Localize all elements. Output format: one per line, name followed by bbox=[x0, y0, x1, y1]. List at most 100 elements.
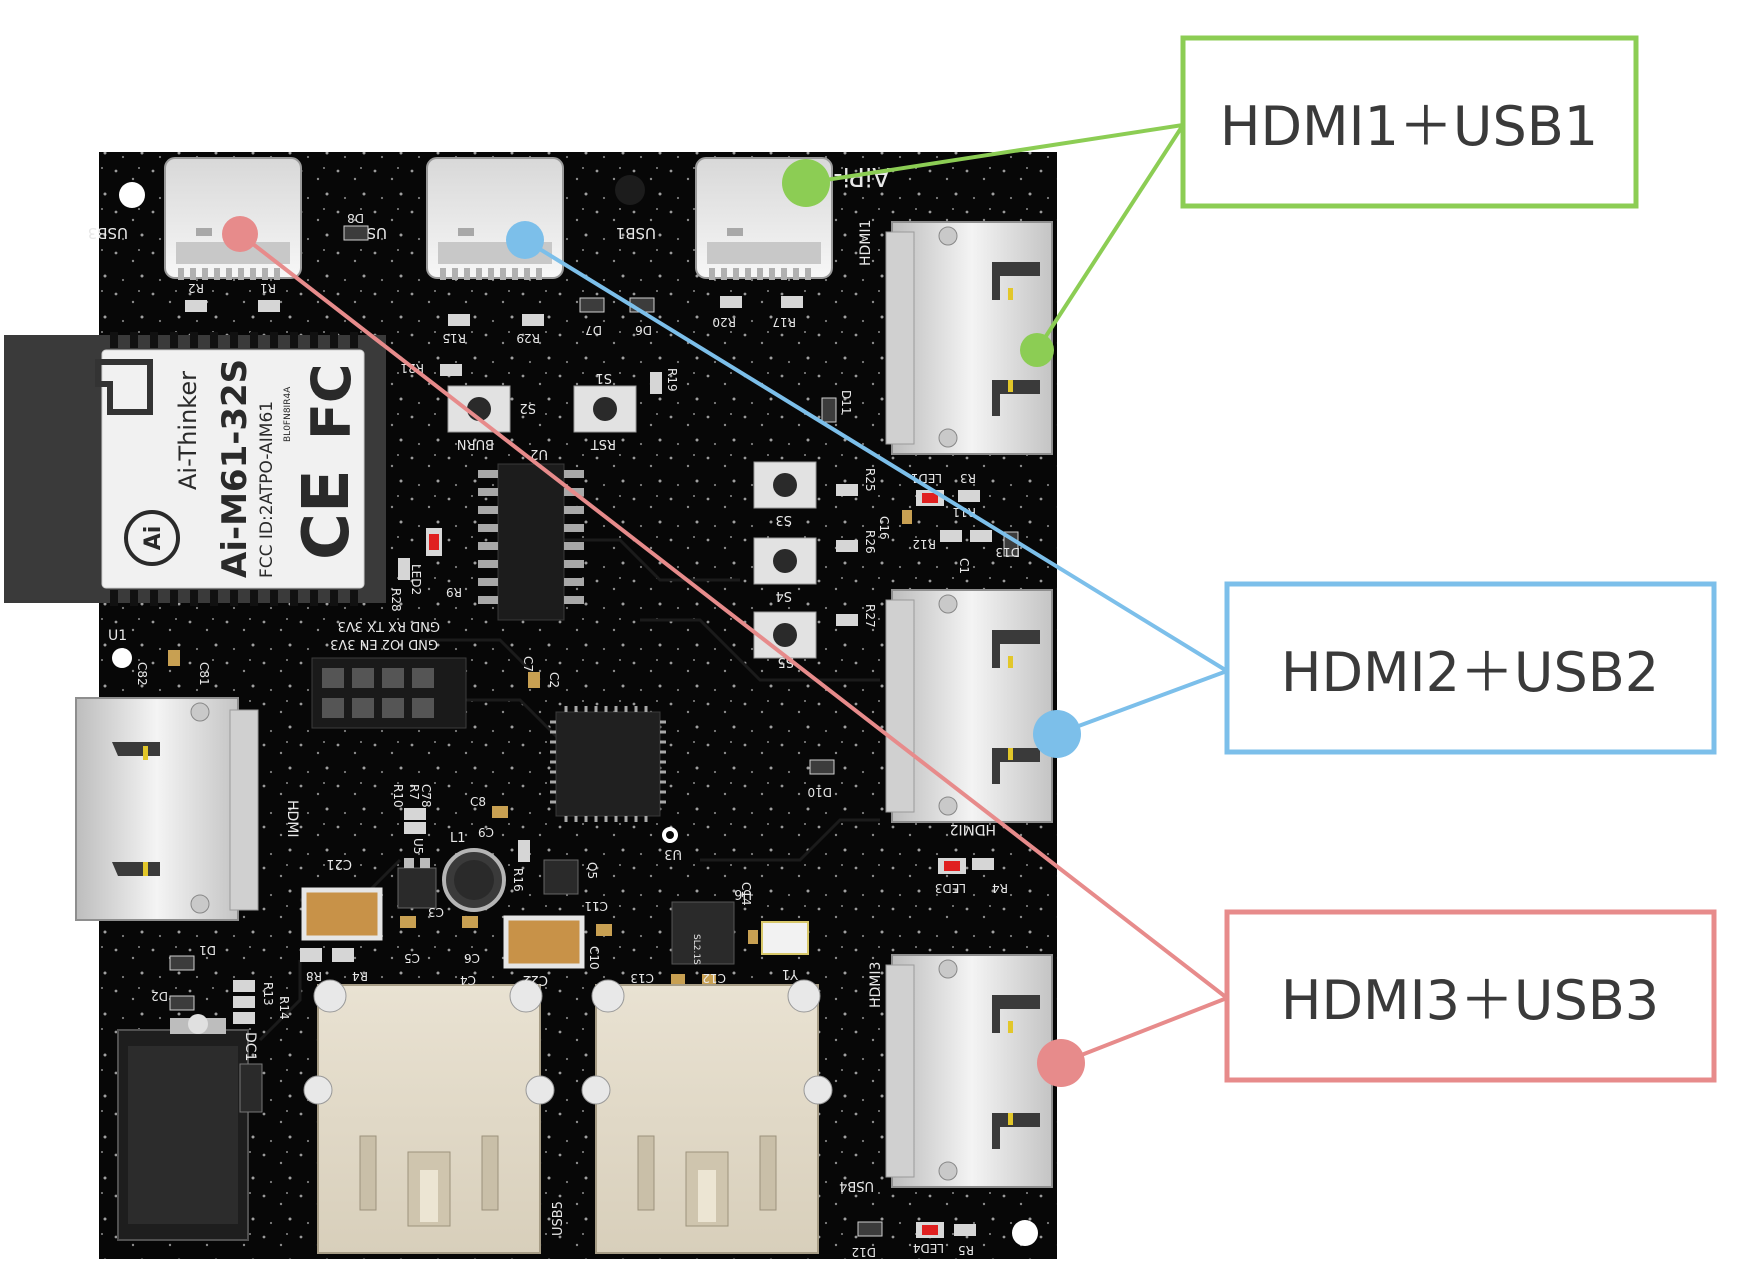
module-model: Ai-M61-32S bbox=[215, 359, 255, 578]
dc-power-jack bbox=[117, 1014, 263, 1241]
label-c12: C12 bbox=[702, 971, 726, 985]
label-d12: D12 bbox=[851, 1245, 876, 1259]
label-r10: R10 bbox=[391, 784, 405, 808]
crystal-y1 bbox=[761, 921, 809, 955]
label-r4b: R4 bbox=[352, 969, 368, 983]
label-r3: R3 bbox=[960, 471, 976, 485]
label-led3: LED3 bbox=[935, 881, 966, 895]
ce-mark: CE bbox=[290, 469, 364, 560]
label-r26: R26 bbox=[863, 530, 877, 554]
capacitor-c21 bbox=[301, 887, 383, 941]
label-c5: C5 bbox=[404, 951, 420, 965]
label-c9: C9 bbox=[478, 825, 494, 839]
callout-box-hdmi2-usb2: HDMI2＋USB2 bbox=[1224, 581, 1717, 755]
label-r28: R28 bbox=[389, 588, 403, 612]
label-y1: Y1 bbox=[782, 966, 799, 981]
mounting-hole bbox=[1012, 1220, 1038, 1246]
smd-components bbox=[185, 296, 994, 1236]
label-r12: R12 bbox=[912, 537, 936, 551]
label-r20: R20 bbox=[712, 315, 736, 329]
label-s4: S4 bbox=[775, 588, 792, 603]
label-r4: R4 bbox=[992, 881, 1008, 895]
label-c14: C14 bbox=[739, 882, 753, 906]
capacitor-c22 bbox=[503, 915, 585, 969]
label-r5: R5 bbox=[958, 1243, 974, 1257]
led-led2 bbox=[426, 528, 442, 556]
callout-label-2: HDMI2＋USB2 bbox=[1281, 641, 1659, 704]
button-s3[interactable] bbox=[753, 461, 817, 509]
ic-u3 bbox=[550, 706, 666, 822]
label-led2: LED2 bbox=[409, 564, 423, 595]
label-u6: U6 bbox=[734, 886, 752, 901]
marker-dot-hdmi2 bbox=[1033, 710, 1081, 758]
inductor-l1 bbox=[442, 848, 506, 912]
label-r25: R25 bbox=[863, 468, 877, 492]
label-c78: C78 bbox=[419, 784, 433, 808]
label-c82: C82 bbox=[135, 662, 149, 686]
label-u1: U1 bbox=[108, 628, 127, 644]
label-usb5: USB5 bbox=[551, 1201, 566, 1236]
button-rst[interactable] bbox=[573, 385, 637, 433]
label-u3: U3 bbox=[664, 846, 682, 861]
label-rst: RST bbox=[591, 436, 616, 451]
connector-line-3b bbox=[1060, 996, 1228, 1065]
label-d2: D2 bbox=[151, 989, 168, 1003]
hdmi-port-input bbox=[75, 697, 259, 921]
header-pins-row1: GND RX TX 3V3 bbox=[338, 618, 440, 633]
label-s2: S2 bbox=[519, 400, 536, 415]
label-hdmi2: HDMI2 bbox=[950, 821, 996, 837]
callout-box-hdmi3-usb3: HDMI3＋USB3 bbox=[1224, 909, 1717, 1083]
hdmi-port-hdmi3 bbox=[885, 954, 1053, 1188]
usb-a-port-usb4 bbox=[581, 979, 833, 1254]
label-c3: C3 bbox=[428, 905, 444, 919]
label-c11: C11 bbox=[584, 899, 608, 913]
ai-logo-icon bbox=[124, 510, 180, 566]
label-d7: D7 bbox=[585, 323, 602, 337]
label-c21: C21 bbox=[326, 856, 352, 871]
button-burn[interactable] bbox=[447, 385, 511, 433]
label-c4: C4 bbox=[460, 973, 476, 987]
label-c16: C16 bbox=[877, 516, 891, 540]
mounting-hole bbox=[615, 175, 645, 205]
marker-dot-usb1 bbox=[782, 159, 830, 207]
label-d10: D10 bbox=[807, 785, 832, 799]
label-q5: Q5 bbox=[585, 862, 599, 879]
connector-line-2b bbox=[1056, 669, 1228, 736]
label-c6: C6 bbox=[464, 951, 480, 965]
label-c1: C1 bbox=[957, 558, 971, 574]
transistor-q5 bbox=[543, 859, 579, 895]
label-r2: R2 bbox=[188, 281, 204, 295]
pin-header bbox=[311, 657, 467, 729]
button-s4[interactable] bbox=[753, 537, 817, 585]
label-r14: R14 bbox=[277, 996, 291, 1020]
connector-line-1a bbox=[805, 123, 1184, 185]
led-led3 bbox=[938, 858, 966, 874]
wifi-module: Ai Ai-Thinker Ai-M61-32S FCC ID:2ATPO-AI… bbox=[4, 332, 386, 606]
label-c22: C22 bbox=[522, 972, 548, 987]
regulator-u5 bbox=[397, 858, 437, 909]
label-l1: L1 bbox=[450, 831, 466, 846]
label-c13: C13 bbox=[630, 971, 654, 985]
label-d11: D11 bbox=[839, 390, 853, 415]
label-r27: R27 bbox=[863, 604, 877, 628]
label-burn: BURN bbox=[457, 436, 494, 451]
label-c10: C10 bbox=[587, 946, 601, 970]
module-logo: Ai bbox=[141, 526, 166, 551]
callout-dots bbox=[222, 159, 1085, 1087]
label-hdmi1: HDMI1 bbox=[858, 220, 874, 266]
label-r8: R8 bbox=[306, 969, 322, 983]
label-d8: D8 bbox=[347, 211, 364, 225]
button-s5[interactable] bbox=[753, 611, 817, 659]
callout-label-1: HDMI1＋USB1 bbox=[1220, 95, 1598, 158]
label-r17: R17 bbox=[772, 315, 796, 329]
label-r15: R15 bbox=[442, 331, 466, 345]
label-r29: R29 bbox=[516, 331, 540, 345]
marker-dot-hdmi3 bbox=[1037, 1039, 1085, 1087]
connector-line-1b bbox=[1035, 123, 1185, 352]
mounting-hole bbox=[112, 648, 132, 668]
label-d6: D6 bbox=[635, 323, 652, 337]
label-c81: C81 bbox=[197, 662, 211, 686]
chip-u6-mark: SL2.1S bbox=[691, 934, 701, 965]
label-usb3: USB3 bbox=[88, 224, 128, 242]
